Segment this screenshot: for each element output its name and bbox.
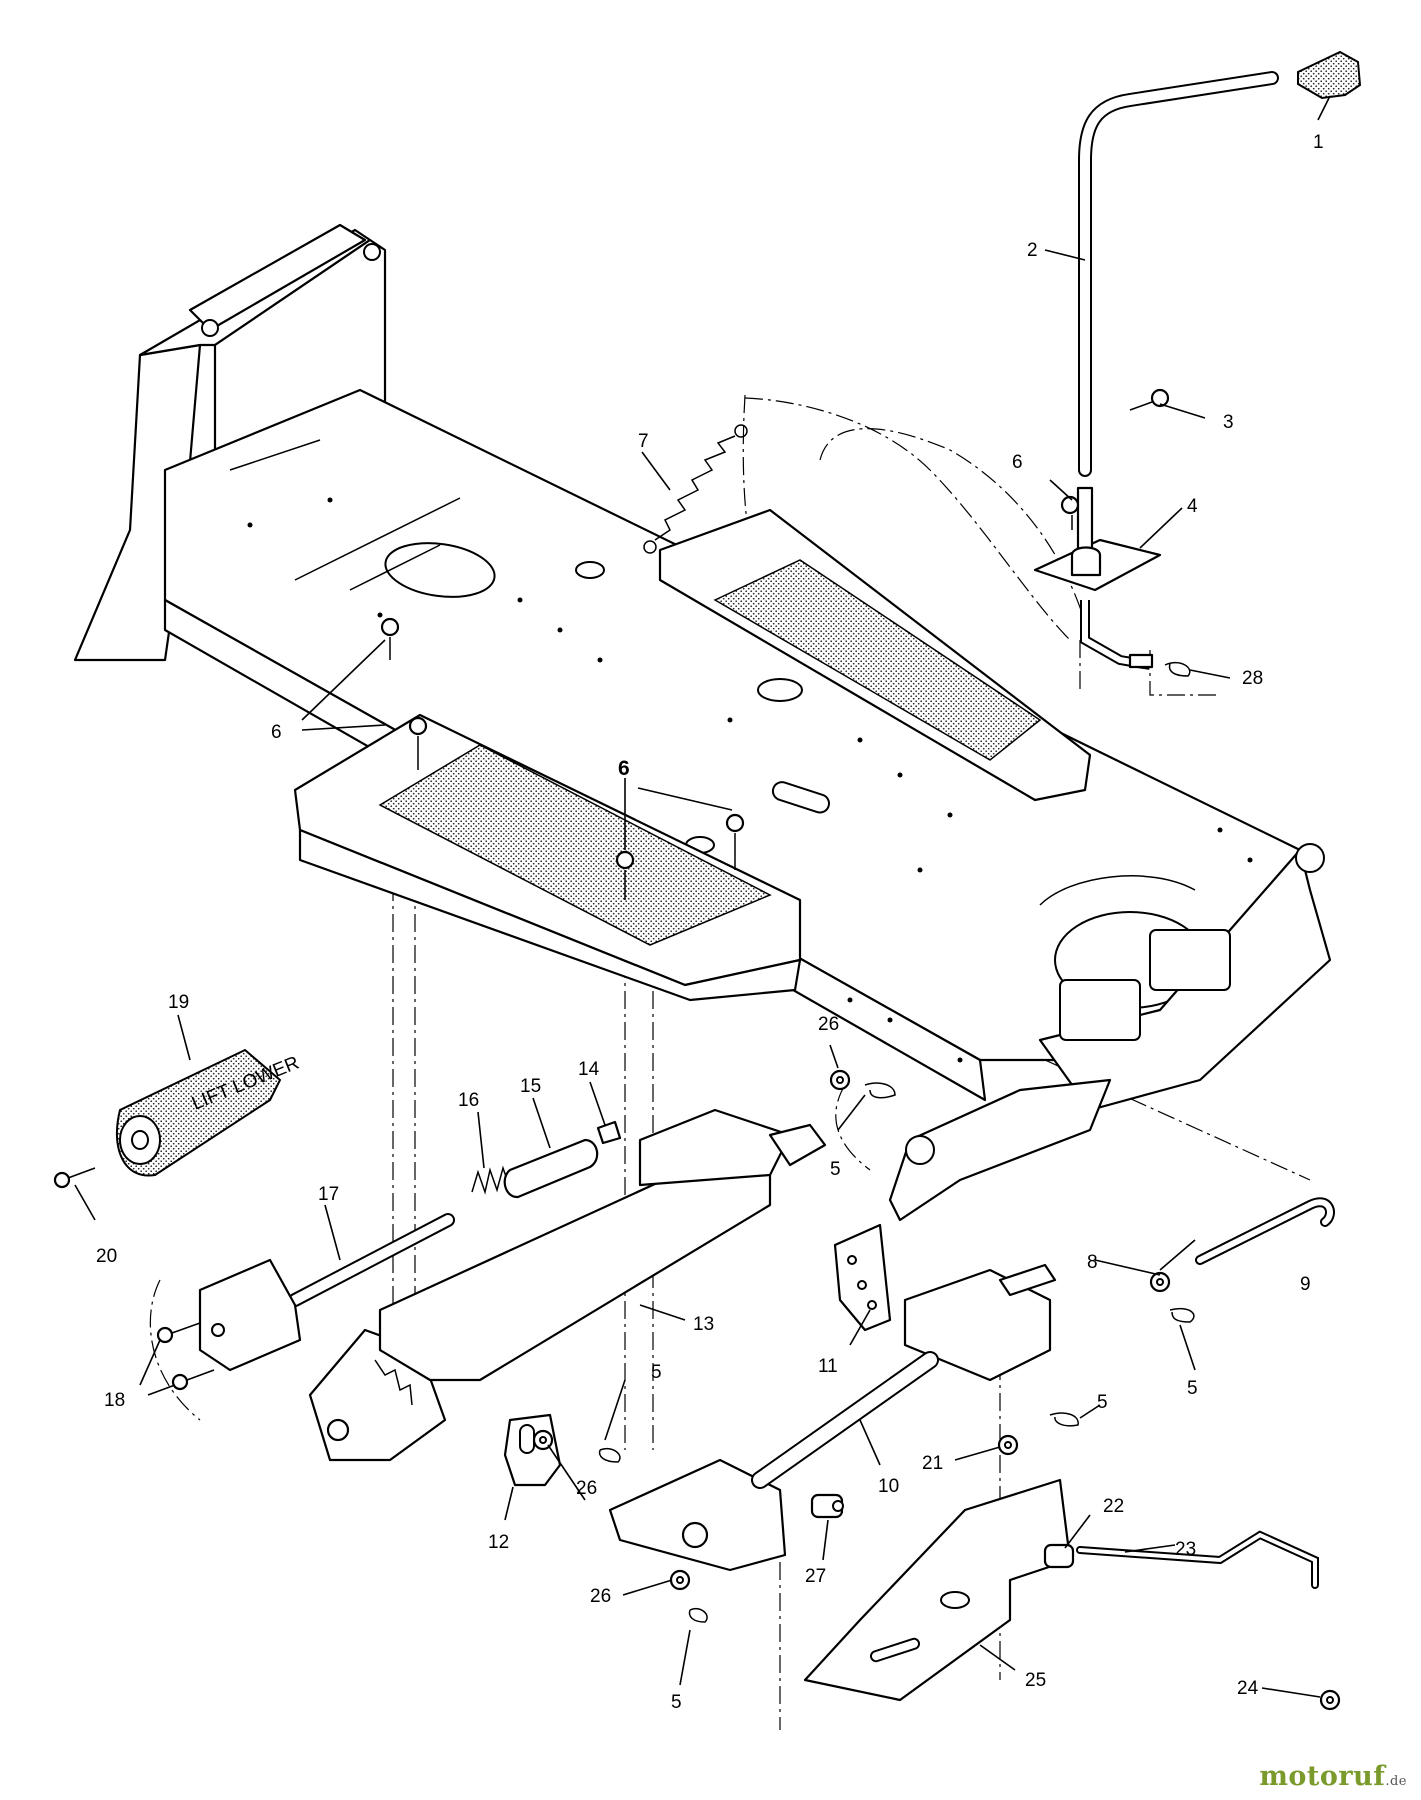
callout-18: 18 [104,1390,125,1411]
spring-part-16 [471,1165,511,1195]
bolt-part-20 [53,1167,96,1189]
bracket-plate-part-25 [803,1478,1072,1702]
lift-bracket-left [156,1258,302,1391]
footrest-left [293,713,802,1002]
callout-23: 23 [1175,1539,1196,1560]
callout-5-bottom: 5 [671,1692,682,1713]
callout-7: 7 [638,431,649,452]
callout-26-top: 26 [818,1014,839,1035]
watermark-logo: motoruf.de [1259,1761,1407,1792]
callout-12: 12 [488,1532,509,1553]
spring-part-7 [643,424,748,554]
hairpin-clips [598,661,1195,1623]
watermark-main: motoruf [1259,1761,1386,1792]
callout-24: 24 [1237,1678,1259,1699]
washers [532,1069,1341,1711]
leader-lines [74,95,1331,1698]
knob-part-19: LIFT LOWER [115,1048,302,1177]
lever-part-2 [1078,71,1279,477]
callout-1: 1 [1313,132,1324,153]
grip-part-1 [1297,50,1362,100]
callout-5-plate: 5 [1097,1392,1108,1413]
callout-5-right: 5 [1187,1378,1198,1399]
callout-22: 22 [1103,1496,1124,1517]
collar-part-22 [1043,1543,1075,1569]
callout-15: 15 [520,1076,541,1097]
callout-6-lever: 6 [1012,452,1023,473]
callout-5-top: 5 [830,1159,841,1180]
callout-19: 19 [168,992,189,1013]
sleeve-part-15 [503,1138,599,1199]
bracket-part-4 [1033,486,1162,670]
callout-6-frame: 6 [271,722,282,743]
callout-13: 13 [693,1314,714,1335]
axle-assembly-part-10 [608,1263,1057,1572]
screws [380,388,1170,900]
pin-part-27 [810,1493,844,1519]
callout-11: 11 [818,1356,838,1377]
callout-26-left: 26 [576,1478,597,1499]
callout-20: 20 [96,1246,117,1267]
footrest-right [658,508,1092,802]
callout-27: 27 [805,1566,826,1587]
callout-4: 4 [1187,496,1198,517]
callout-3: 3 [1223,412,1234,433]
callout-26-bottom: 26 [590,1586,611,1607]
callout-6-footrest: 6 [618,757,630,780]
callout-28: 28 [1242,668,1263,689]
lift-arm-part-13 [378,1108,827,1382]
callout-25: 25 [1025,1670,1046,1691]
frame-holes [247,497,1253,1063]
callout-10: 10 [878,1476,899,1497]
callout-21: 21 [922,1453,943,1474]
callout-2: 2 [1027,240,1038,261]
callout-17: 17 [318,1184,339,1205]
watermark-tld: .de [1385,1774,1407,1789]
rod-part-23 [1076,1530,1319,1589]
callout-5-left: 5 [651,1362,662,1383]
callout-14: 14 [578,1059,600,1080]
callout-8: 8 [1087,1252,1098,1273]
shaft-part-17 [288,1213,455,1307]
rod-part-9 [1195,1197,1335,1265]
callout-9: 9 [1300,1274,1311,1295]
callout-16: 16 [458,1090,479,1111]
plate-part-11 [833,1223,892,1332]
callouts: 1 2 3 4 6 7 28 6 6 19 20 17 16 15 14 13 … [96,132,1324,1713]
bushing-part-14 [596,1120,622,1145]
